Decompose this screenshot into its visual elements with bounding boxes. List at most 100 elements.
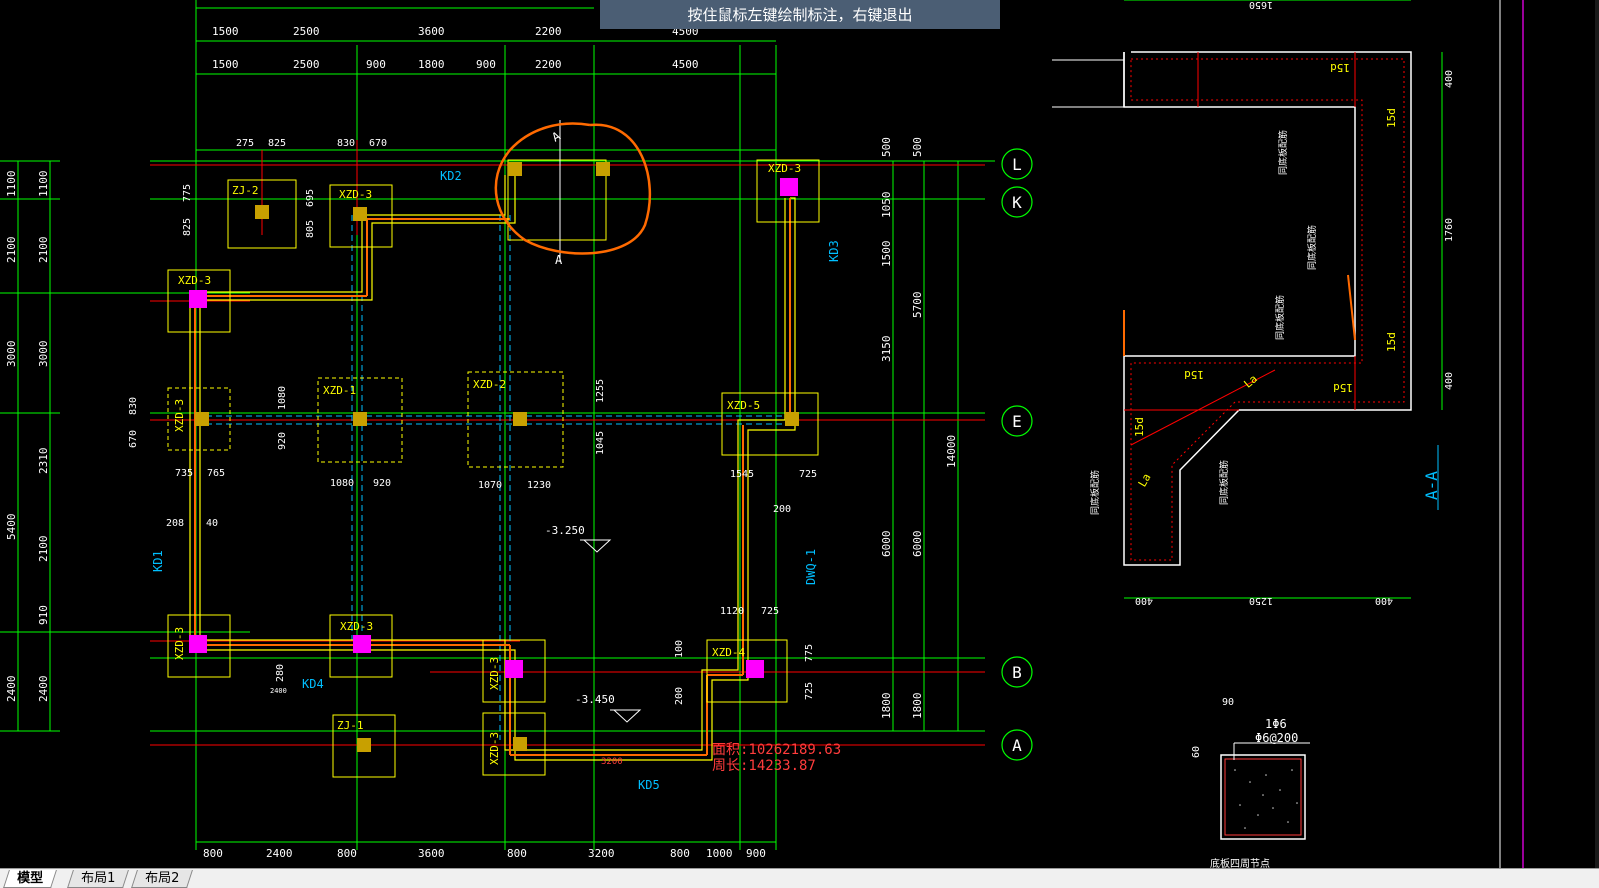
lbl-xzd2: XZD-2 xyxy=(473,378,506,391)
sd-16: 830 xyxy=(128,397,139,415)
rebar-la-1: La xyxy=(1241,372,1260,390)
dim-left-2: 3000 xyxy=(5,341,18,368)
note-3: 同底板配筋 xyxy=(1274,295,1286,340)
sd-10: 1080 xyxy=(330,478,354,489)
lbl-dwq: DWQ-1 xyxy=(804,549,818,585)
lbl-kd5: KD5 xyxy=(638,778,660,792)
section-title: A-A xyxy=(1422,471,1441,500)
tab-layout1-label: 布局1 xyxy=(81,871,116,886)
lbl-xzd4: XZD-4 xyxy=(712,646,745,659)
sd-32: 200 xyxy=(674,687,685,705)
left-dims: 1100 2100 3000 5400 2400 1100 2100 3000 … xyxy=(5,171,50,703)
lbl-xzd5: XZD-5 xyxy=(727,399,760,412)
dim-linner-2: 3000 xyxy=(37,341,50,368)
section-aa-rebar xyxy=(1130,58,1405,561)
perimeter-readout: 周长:14233.87 xyxy=(712,758,816,774)
axis-bubbles xyxy=(1001,148,1033,761)
markup-circle xyxy=(494,122,652,255)
kd-labels: KD2 KD3 KD1 KD4 KD5 DWQ-1 xyxy=(151,169,841,792)
note-4: 同底板配筋 xyxy=(1089,470,1101,515)
area-readout: 面积:10262189.63 xyxy=(712,742,841,758)
section-aa-outline xyxy=(1123,51,1412,566)
dim-right-b-1: 5700 xyxy=(911,292,924,319)
axis-E: E xyxy=(1012,412,1022,431)
axis-B: B xyxy=(1012,663,1022,682)
sd-4: 775 xyxy=(182,184,193,202)
dim-right-a-1: 1050 xyxy=(880,192,893,219)
sd-24: 200 xyxy=(773,504,791,515)
sd-3: 670 xyxy=(369,138,387,149)
dim-top1-0: 1500 xyxy=(212,25,239,38)
dim-top2-0: 1500 xyxy=(212,58,239,71)
dim-linner-5: 910 xyxy=(37,605,50,625)
sd-29: 280 xyxy=(275,664,286,682)
sd-23: 40 xyxy=(206,518,218,529)
section-aa-dims: 400 1760 400 400 1250 400 1650 xyxy=(1135,0,1455,606)
lbl-xzd3-c: XZD-3 xyxy=(768,162,801,175)
cyan-dashed-beams xyxy=(196,215,785,740)
rebar-15d-4: 15d xyxy=(1333,381,1353,394)
rebar-15d-1: 15d xyxy=(1330,61,1350,74)
aa-right-2: 400 xyxy=(1444,372,1455,390)
dim-top1-2: 3600 xyxy=(418,25,445,38)
sd-6: 695 xyxy=(305,189,316,207)
rebar-15d-3: 15d xyxy=(1385,332,1398,352)
dim-right-a-2: 1500 xyxy=(880,241,893,268)
sd-8: 1080 xyxy=(277,386,288,410)
columns xyxy=(189,162,799,752)
vertical-scrollbar[interactable] xyxy=(1595,0,1599,868)
small-dims: 275 825 830 670 775 825 695 805 1080 920… xyxy=(128,138,1234,767)
top-dimension-lines xyxy=(196,7,776,843)
node-label-1: 1Φ6 xyxy=(1265,717,1287,731)
rebar-15d-2: 15d xyxy=(1385,108,1398,128)
lbl-xzd3-a: XZD-3 xyxy=(178,274,211,287)
dim-right-a-5: 1800 xyxy=(880,693,893,720)
dim-right-a-0: 500 xyxy=(880,137,893,157)
tab-layout1[interactable]: 布局1 xyxy=(67,870,130,888)
sd-11: 920 xyxy=(373,478,391,489)
lbl-xzd1: XZD-1 xyxy=(323,384,356,397)
frame-white xyxy=(1052,0,1501,868)
red-centerlines xyxy=(150,140,985,746)
axis-K: K xyxy=(1012,193,1022,212)
lbl-xzd3-f: XZD-3 xyxy=(173,627,186,660)
sd-33: 3200 xyxy=(601,757,623,767)
note-2: 同底板配筋 xyxy=(1306,225,1318,270)
tab-model[interactable]: 模型 xyxy=(3,870,57,888)
dim-left-1: 2100 xyxy=(5,237,18,264)
node-hatch xyxy=(1234,769,1298,829)
tab-model-label: 模型 xyxy=(17,871,44,886)
dim-top2-5: 2200 xyxy=(535,58,562,71)
sd-7: 805 xyxy=(305,220,316,238)
dim-bottom-0: 800 xyxy=(203,847,223,860)
dim-right-total: 14000 xyxy=(945,435,958,468)
dim-top2-3: 1800 xyxy=(418,58,445,71)
sd-30: 2400 xyxy=(270,687,287,695)
drawing-canvas[interactable]: 1500 2500 3600 2200 4500 1500 2500 900 1… xyxy=(0,0,1599,868)
aa-right-1: 1760 xyxy=(1444,218,1455,242)
sec-mark-top: A xyxy=(550,128,564,144)
sd-22: 208 xyxy=(166,518,184,529)
section-mark: A A xyxy=(550,120,564,267)
note-5: 同底板配筋 xyxy=(1218,460,1230,505)
lbl-xzd3-b: XZD-3 xyxy=(339,188,372,201)
sd-26: 725 xyxy=(761,606,779,617)
axis-grid xyxy=(0,0,995,850)
lbl-zj1: ZJ-1 xyxy=(337,719,364,732)
sd-35: 60 xyxy=(1191,746,1202,758)
aa-bottom-0: 400 xyxy=(1135,595,1153,606)
footings xyxy=(167,159,820,778)
dim-linner-0: 1100 xyxy=(37,171,50,198)
sd-17: 670 xyxy=(128,430,139,448)
sd-19: 765 xyxy=(207,468,225,479)
level-1: -3.250 xyxy=(545,524,585,537)
sd-9: 920 xyxy=(277,432,288,450)
tab-layout2[interactable]: 布局2 xyxy=(131,870,194,888)
lbl-xzd3-e: XZD-3 xyxy=(173,399,186,432)
axis-L: L xyxy=(1012,155,1022,174)
section-aa-inner xyxy=(1124,52,1356,446)
top-dims: 1500 2500 3600 2200 4500 1500 2500 900 1… xyxy=(212,25,699,71)
aa-right-0: 400 xyxy=(1444,70,1455,88)
dim-left-3: 5400 xyxy=(5,514,18,541)
